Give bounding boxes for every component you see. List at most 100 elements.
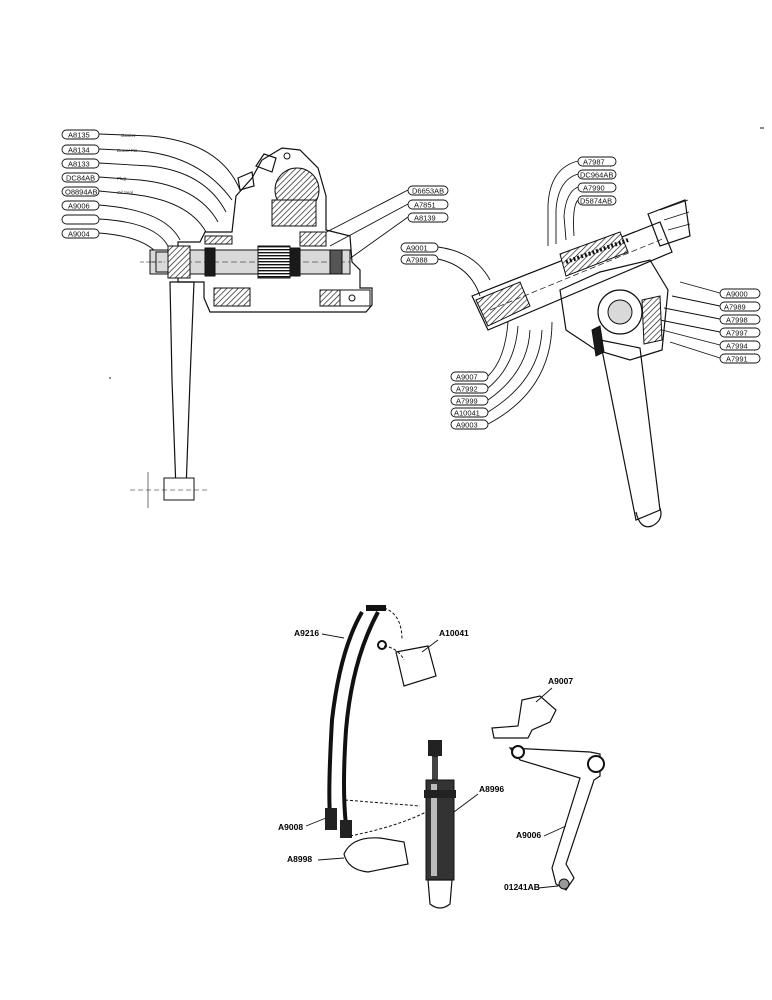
ball-joint [558, 878, 570, 890]
callout-pill [450, 371, 489, 382]
part-label-a9006: A9006 [516, 830, 541, 840]
leader-line [437, 246, 491, 281]
right-left-callouts: A9001 A7988 [400, 242, 491, 297]
valve-body [395, 645, 437, 687]
part-label-a9007: A9007 [548, 676, 573, 686]
leader-line [314, 189, 409, 239]
callout-pill [61, 228, 100, 239]
arm-ball-end [163, 477, 195, 501]
leader-line [663, 307, 721, 320]
callout-label: A7997 [726, 329, 748, 338]
callout-label: A7999 [456, 397, 478, 406]
leader-line [487, 325, 519, 389]
nut [329, 249, 343, 275]
callout-pill [400, 254, 439, 265]
callout-pill [61, 214, 100, 225]
hose [342, 611, 380, 826]
callout-pill [719, 353, 761, 364]
hose-end-fitting [340, 820, 352, 838]
spline-line [659, 199, 689, 211]
leader-line [669, 341, 721, 359]
callout-label: A9001 [406, 244, 428, 253]
connection-dash [344, 799, 421, 807]
bracket-hole [545, 709, 551, 715]
callout-label: A7987 [583, 158, 605, 167]
leader-line [661, 329, 721, 346]
section-wall [213, 287, 251, 307]
pitman-arm [599, 339, 661, 521]
leader-line [537, 885, 559, 889]
cylinder-end-eye [427, 879, 453, 909]
callout-label: D6653AB [412, 187, 444, 196]
right-bottom-callouts: A9007 A7992 A7999 A10041 A9003 [450, 321, 553, 430]
callout-pill [719, 288, 761, 299]
pitman-arm-right [599, 339, 662, 528]
callout-pill [719, 340, 761, 351]
leader-line [679, 281, 721, 294]
valve-port [407, 661, 413, 667]
callout-pill [450, 395, 489, 406]
leader-line [98, 176, 219, 223]
mounting-bracket-upper [491, 695, 557, 739]
pitman-arm-left [130, 261, 210, 508]
callout-label: A7851 [414, 201, 436, 210]
left-sectional-view: A8135 Gasket A8134 Dowel Pin A8133 DC84A… [61, 129, 449, 508]
spline-line [663, 211, 690, 221]
cylinder-centerline [489, 237, 666, 311]
leader-line [453, 793, 479, 813]
leader-line [98, 218, 169, 247]
bracket [491, 695, 557, 739]
control-valve [395, 645, 437, 687]
callout-pill [61, 129, 100, 140]
part-label-a8998: A8998 [287, 854, 312, 864]
callout-pill [577, 169, 617, 180]
exploded-labels: A9216 A10041 A9007 A8996 A9008 A8998 A90… [278, 628, 573, 892]
steering-housing-section [149, 147, 373, 313]
callout-label: A8133 [68, 160, 90, 169]
steering-arm [508, 745, 605, 891]
right-cutaway-view: A7987 DC964AB A7990 D5874AB A9001 A7988 … [400, 156, 761, 528]
bracket [343, 837, 409, 873]
scan-mark [109, 377, 111, 379]
callout-label: A8139 [414, 214, 436, 223]
callout-label: DC84AB [66, 174, 95, 183]
callout-label: A7994 [726, 342, 748, 351]
leader-line [659, 319, 721, 333]
housing-wall-section [641, 295, 663, 345]
exploded-parts-view: A9216 A10041 A9007 A8996 A9008 A8998 A90… [278, 605, 605, 909]
callout-pill [61, 158, 100, 169]
callout-label: A7988 [406, 256, 428, 265]
callout-label: A9000 [726, 290, 748, 299]
sector-shaft [607, 299, 633, 325]
callout-label: A8135 [68, 131, 90, 140]
spring-coils [565, 238, 629, 264]
callout-label: DC964AB [580, 171, 613, 180]
arm-hub-section [167, 245, 191, 279]
bracket-hole [391, 853, 397, 859]
sector-teeth [257, 245, 291, 279]
cylinder-rod [432, 756, 438, 780]
connection-dash [383, 607, 403, 641]
left-callouts: A8135 Gasket A8134 Dowel Pin A8133 DC84A… [61, 129, 241, 253]
leader-line [98, 204, 181, 241]
hose-fitting [377, 640, 387, 650]
part-label-a9008: A9008 [278, 822, 303, 832]
leader-line [547, 160, 579, 246]
callout-label: A7990 [583, 184, 605, 193]
leader-line [98, 148, 233, 201]
arm-eye [511, 745, 525, 759]
callout-pill [719, 327, 761, 338]
part-label-a8996: A8996 [479, 784, 504, 794]
callout-pill [450, 419, 489, 430]
callout-label: D5874AB [580, 197, 612, 206]
callout-pill [400, 242, 439, 253]
callout-pill [577, 182, 617, 193]
gearbox-housing [559, 259, 669, 361]
leader-line [329, 203, 409, 247]
leader-line [98, 133, 241, 191]
callout-label: A9004 [68, 230, 90, 239]
hydraulic-hoses [325, 605, 431, 838]
cylinder-highlight [431, 784, 437, 876]
cylinder-collar [424, 790, 456, 798]
leader-line [555, 173, 579, 244]
